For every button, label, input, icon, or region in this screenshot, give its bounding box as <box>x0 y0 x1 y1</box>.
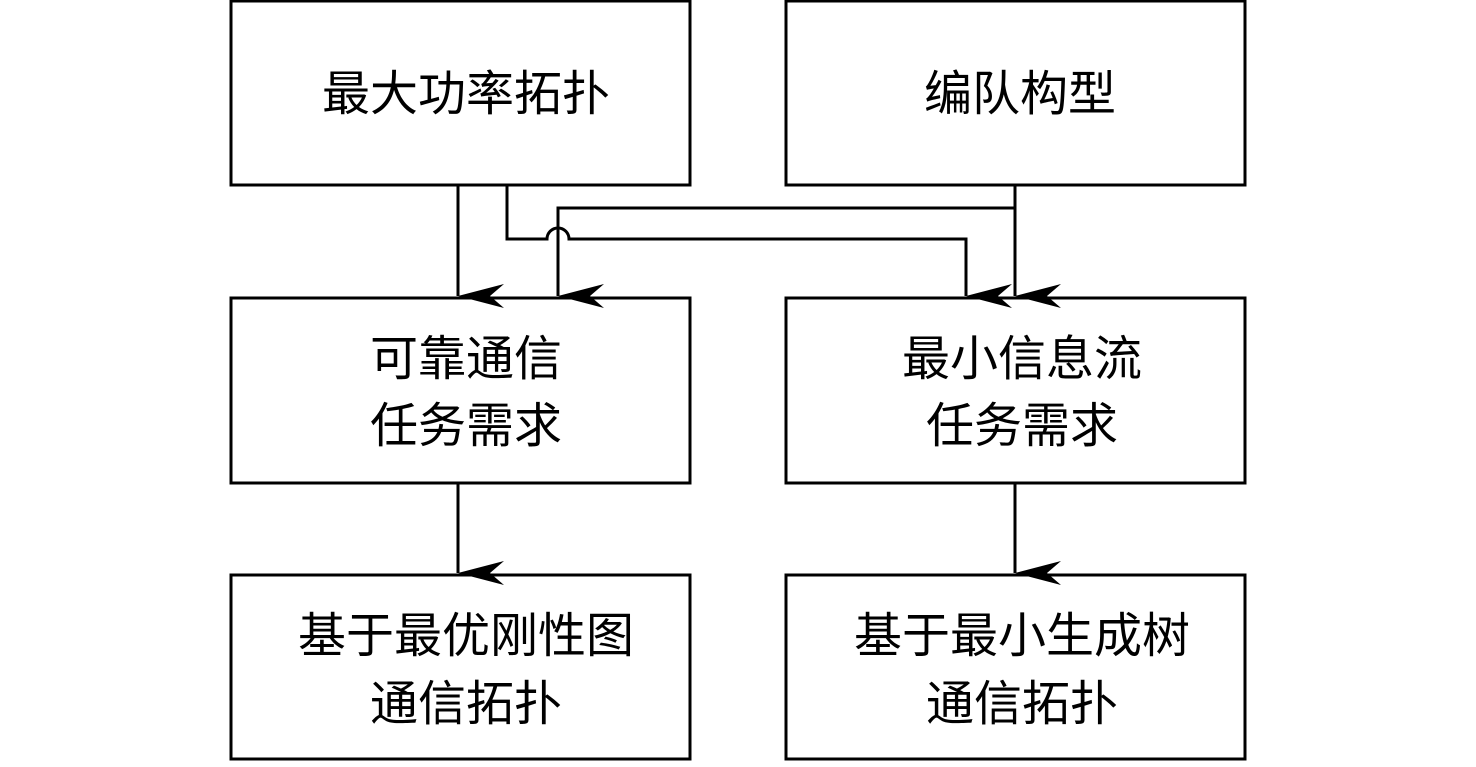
edge-max-power-to-min-info <box>505 185 1012 308</box>
node-max-power-topology: 最大功率拓扑 <box>229 0 692 187</box>
node-mst-comm-topology: 基于最小生成树 通信拓扑 <box>784 573 1247 761</box>
node-label-line-2: 通信拓扑 <box>926 676 1118 732</box>
node-formation-configuration: 编队构型 <box>784 0 1247 187</box>
node-reliable-comm-requirement: 可靠通信 任务需求 <box>229 296 692 485</box>
node-label: 编队构型 <box>924 66 1116 122</box>
node-label-line-2: 通信拓扑 <box>370 676 562 732</box>
node-label: 最大功率拓扑 <box>322 66 610 122</box>
node-label-line-1: 最小信息流 <box>902 331 1142 387</box>
node-optimal-rigid-graph-topology: 基于最优刚性图 通信拓扑 <box>229 573 692 761</box>
node-label-line-1: 可靠通信 <box>370 331 562 387</box>
node-label-line-2: 任务需求 <box>370 398 562 454</box>
node-label-line-2: 任务需求 <box>926 398 1118 454</box>
node-min-info-flow-requirement: 最小信息流 任务需求 <box>784 296 1247 485</box>
node-label-line-1: 基于最优刚性图 <box>298 608 634 664</box>
node-label-line-1: 基于最小生成树 <box>854 608 1190 664</box>
